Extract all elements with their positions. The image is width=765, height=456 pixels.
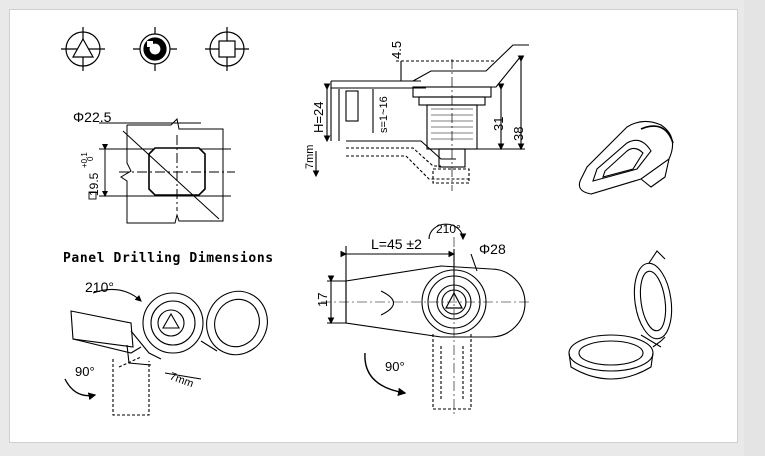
front-diameter-label: Φ28 <box>479 241 506 257</box>
panel-diameter-label: Φ22.5 <box>73 109 112 125</box>
panel-square-symbol <box>88 191 97 200</box>
side-cam-thickness: 7mm <box>304 145 316 169</box>
side-panel-thickness: s=1~16 <box>378 96 390 133</box>
round-key-icon <box>133 27 177 71</box>
dust-cover-perspective-sketch <box>568 250 673 380</box>
panel-caption: Panel Drilling Dimensions <box>63 251 274 266</box>
iso-cam-thickness: 7mm <box>168 371 195 391</box>
side-dim-38: 38 <box>511 127 526 141</box>
front-rotation-top: 210° <box>436 222 461 236</box>
triangle-key-icon <box>61 27 105 71</box>
side-dim-31: 31 <box>491 117 506 131</box>
front-view-drawing <box>321 223 531 416</box>
front-rotation-bottom: 90° <box>385 359 405 374</box>
panel-tolerance-zero: 0 <box>86 156 95 161</box>
side-elevation-drawing <box>312 44 529 191</box>
panel-cutout-drawing <box>99 117 235 224</box>
cam-perspective-sketch <box>578 120 674 195</box>
iso-rotation-top: 210° <box>85 279 114 295</box>
side-height-label: H=24 <box>311 102 326 133</box>
front-length-label: L=45 ±2 <box>371 236 422 252</box>
drawing-sheet: Φ22.5 19.5 +0.1 0 Panel Drilling Dimensi… <box>9 9 738 443</box>
front-width-label: 17 <box>315 293 330 307</box>
panel-tolerance-plus: +0.1 <box>80 152 89 168</box>
iso-rotation-bottom: 90° <box>75 364 95 379</box>
isometric-lock-drawing <box>64 288 268 416</box>
side-top-offset: 4.5 <box>389 41 404 59</box>
square-key-icon <box>205 27 249 71</box>
technical-drawing: Φ22.5 19.5 +0.1 0 Panel Drilling Dimensi… <box>61 27 674 416</box>
panel-height-label: 19.5 <box>87 172 101 196</box>
side-margin <box>744 0 765 456</box>
